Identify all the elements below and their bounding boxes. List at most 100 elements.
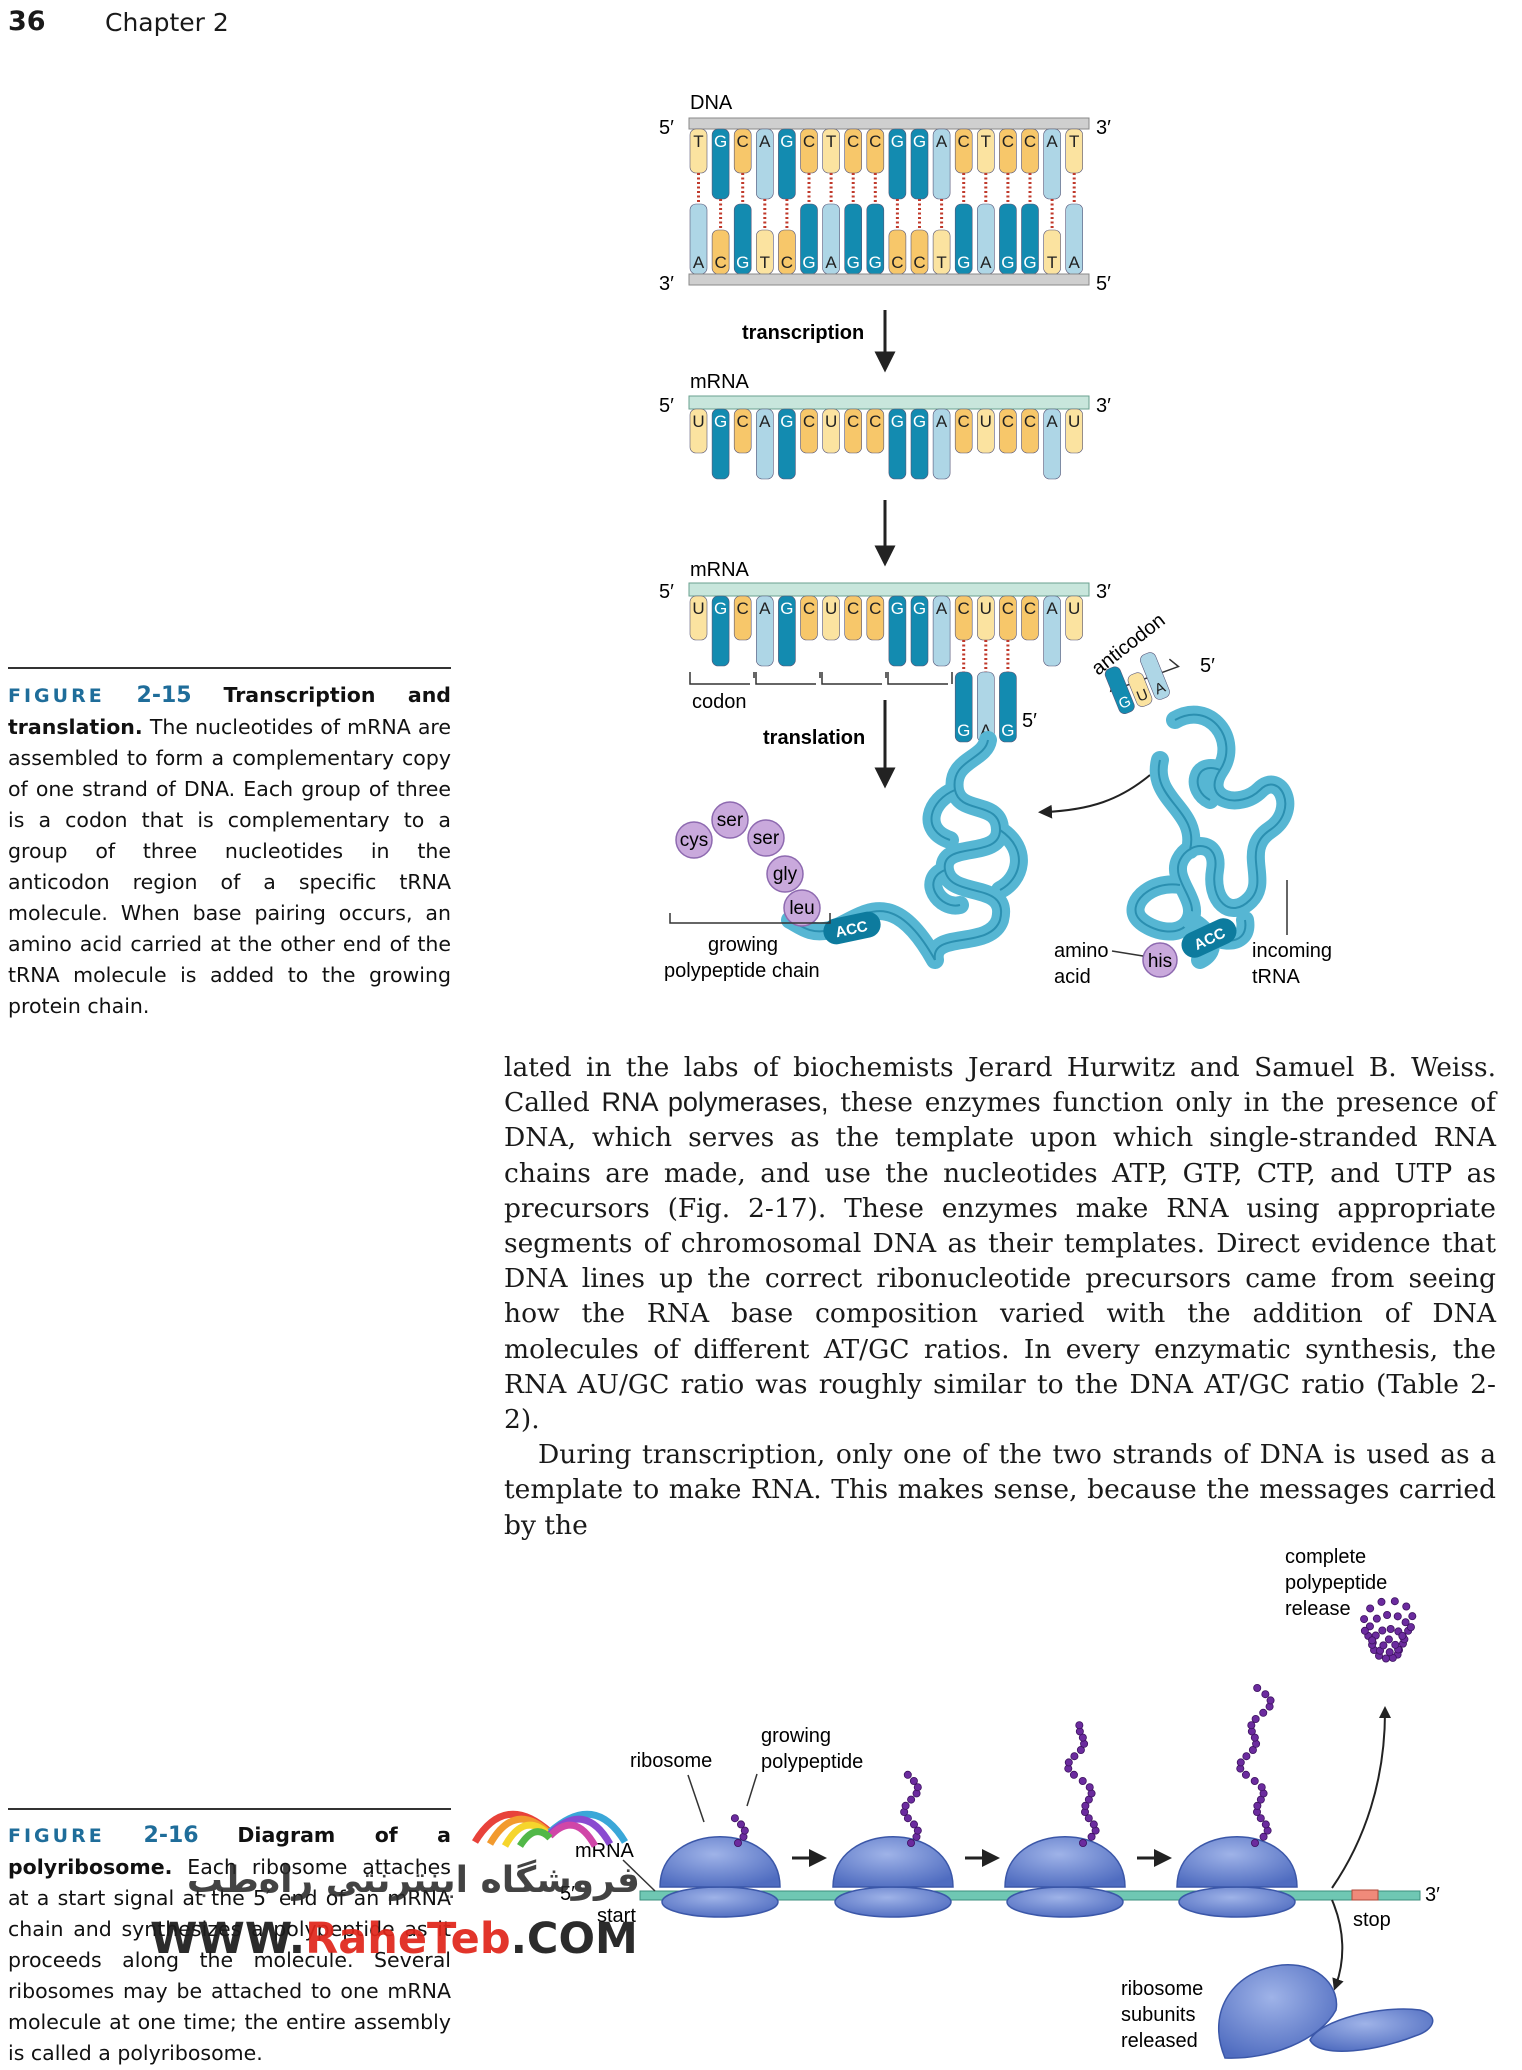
base-label: U [980,412,992,431]
codon-brackets [689,672,953,685]
polypeptide-residue [1259,1832,1268,1841]
polypeptide-residue [909,1820,918,1829]
base-label: C [1002,599,1014,618]
base-label: G [1023,253,1036,272]
base-label: T [936,253,946,272]
base-label: G [957,253,970,272]
mrna2-5prime: 5′ [659,581,674,603]
polypeptide-residue [1256,1814,1265,1823]
base-label: U [825,599,837,618]
caption-label: FIGURE [8,1825,105,1847]
base-label: T [1069,132,1079,151]
trna-entry-arrow [1038,774,1151,819]
dna-top-5prime: 5′ [659,117,674,139]
subunits-label-3: released [1121,2030,1198,2052]
base-C [999,408,1017,454]
ribosome-label: ribosome [630,1750,712,1772]
base-label: G [714,599,727,618]
base-C [844,595,863,641]
base-label: T [826,132,836,151]
base-label: C [1024,132,1036,151]
incoming-trna-body [1126,705,1295,950]
base-label: C [958,412,970,431]
small-subunit [834,1886,952,1918]
released-residue [1360,1615,1369,1624]
polypeptide-residue [1261,1690,1270,1699]
caption-rule-2-15 [8,667,451,669]
base-label: U [825,412,837,431]
base-label: T [760,253,770,272]
base-label: U [980,599,992,618]
incoming-base-G [1104,666,1135,714]
figure-2-16-diagram: ribosome growing polypeptide mRNA 5′ sta… [560,1546,1440,2059]
incoming-trna-label-2: tRNA [1252,966,1300,988]
polypeptide-residue [1070,1752,1079,1761]
mrna-label: mRNA [575,1840,635,1862]
base-label: C [869,412,881,431]
base-label: A [1046,599,1058,618]
mrna2-3prime: 3′ [1096,581,1111,603]
incoming-base-U [1127,672,1153,707]
released-residue [1384,1635,1393,1644]
incoming-trna-5prime: 5′ [1200,655,1215,677]
base-label: G [780,599,793,618]
base-label: G [913,132,926,151]
dna-bottom-5prime: 5′ [1096,273,1111,295]
released-residue [1383,1611,1392,1620]
polypeptide-residue [1075,1721,1084,1730]
base-C [866,595,885,641]
released-small-subunit [1309,2008,1434,2052]
paragraph-1-start: lated in the labs of biochemists Jerard … [504,1052,1496,1119]
figure-2-15-caption: FIGURE 2-15 Transcription and translatio… [8,680,451,1022]
incoming-amino-acid [1142,942,1178,978]
released-residue [1390,1597,1399,1606]
amino-acid-ser [711,801,749,839]
base-U [822,408,840,454]
base-U [976,408,995,454]
base-G [778,408,796,480]
polypeptide-residue [1069,1770,1078,1779]
polypeptide-residue [1089,1820,1098,1829]
polypeptide-residue [1081,1801,1090,1810]
paragraph-1: lated in the labs of biochemists Jerard … [504,1050,1496,1437]
dna-label: DNA [690,92,733,114]
incoming-trna-outline [1134,713,1287,942]
amino-acid-label: cys [680,830,709,851]
caption-title: Transcription and translation. [8,683,451,739]
polypeptide-residue [736,1820,745,1829]
watermark-persian-text: فروشگاه اینترنتی راه‌طب [186,1860,640,1901]
base-C [733,408,752,454]
base-label: G [869,253,882,272]
base-label: C [714,253,726,272]
polypeptide-residue [1242,1752,1251,1761]
key-term-rna-polymerases: RNA polymerases, [601,1087,829,1118]
released-residue [1386,1625,1395,1634]
base-label: A [825,253,837,272]
polypeptide-residue [1266,1696,1275,1705]
base-label: A [936,599,948,618]
page-number: 36 [8,6,46,37]
base-A [755,595,774,667]
polypeptide-residue [730,1814,739,1823]
base-A [932,595,951,667]
base-label: C [958,132,970,151]
base-label: G [891,412,904,431]
growing-label-1: growing [761,1725,831,1747]
base-label: C [1002,412,1014,431]
base-G [778,595,796,667]
base-U [1065,408,1083,454]
base-label: G [847,253,860,272]
base-label: T [1047,253,1057,272]
base-label: A [936,412,948,431]
incoming-amino-acid-label: his [1148,951,1172,972]
polypeptide-residue [1241,1770,1250,1779]
start-label: start [597,1905,636,1927]
small-subunit [1006,1886,1124,1918]
base-label: U [692,599,704,618]
polypeptide-residue [1085,1783,1094,1792]
base-label: U [692,412,704,431]
amino-acid-label-1: amino [1054,940,1108,962]
large-subunit [1004,1836,1126,1888]
released-residue [1366,1604,1375,1613]
